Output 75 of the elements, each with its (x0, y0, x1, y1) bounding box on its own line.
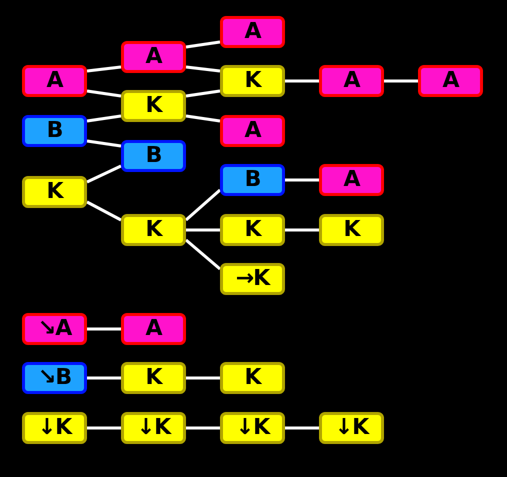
input-node (220, 263, 285, 295)
connector-line (285, 426, 319, 430)
input-label: A (442, 70, 459, 92)
input-node (121, 313, 186, 345)
connector-line (285, 80, 319, 82)
connector-line (384, 80, 418, 82)
input-node (22, 65, 87, 97)
connector-line (186, 40, 220, 48)
input-label: K (244, 70, 261, 92)
connector-line (186, 66, 220, 72)
connector-line (87, 426, 121, 430)
input-node (22, 313, 87, 345)
input-node (121, 140, 186, 172)
input-label: A (343, 70, 360, 92)
input-label: A (145, 318, 162, 340)
input-node (418, 65, 483, 97)
input-label: K (343, 219, 360, 241)
input-node (22, 176, 87, 208)
connector-line (86, 114, 122, 122)
input-label: ↓K (38, 417, 72, 439)
input-label: K (145, 219, 162, 241)
connector-line (186, 90, 220, 98)
input-label: ↓K (136, 417, 170, 439)
input-node (121, 41, 186, 73)
connector-line (186, 376, 220, 380)
connector-line (86, 140, 122, 148)
input-label: B (46, 120, 62, 142)
connector-line (86, 66, 122, 72)
input-node (319, 164, 384, 196)
input-label: K (46, 181, 63, 203)
input-label: ↘A (38, 318, 72, 340)
input-node (220, 214, 285, 246)
connector-line (285, 178, 319, 182)
input-node (319, 412, 384, 444)
input-label: A (145, 46, 162, 68)
input-label: K (244, 219, 261, 241)
input-label: A (244, 120, 261, 142)
input-node (319, 65, 384, 97)
input-node (220, 412, 285, 444)
input-label: ↓K (334, 417, 368, 439)
connector-line (186, 228, 220, 232)
input-label: A (244, 21, 261, 43)
input-node (220, 115, 285, 147)
input-label: A (46, 70, 63, 92)
input-label: B (146, 145, 162, 167)
input-node (22, 412, 87, 444)
input-label: ↓K (236, 417, 270, 439)
connector-line (186, 426, 220, 430)
connector-line (86, 200, 122, 222)
connector-line (87, 376, 121, 380)
input-label: →K (236, 268, 270, 290)
input-label: ↘B (38, 367, 72, 389)
connector-line (185, 238, 221, 270)
input-node (319, 214, 384, 246)
input-node (121, 214, 186, 246)
connector-line (285, 228, 319, 232)
input-node (220, 164, 285, 196)
connector-line (186, 114, 220, 122)
input-label: K (145, 367, 162, 389)
input-node (22, 362, 87, 394)
input-label: B (244, 169, 260, 191)
input-label: K (145, 95, 162, 117)
connector-line (86, 164, 122, 184)
connector-line (87, 328, 121, 330)
input-node (121, 362, 186, 394)
connector-line (185, 188, 221, 222)
input-node (121, 90, 186, 122)
input-node (22, 115, 87, 147)
connector-line (86, 90, 122, 98)
input-label: K (244, 367, 261, 389)
input-node (220, 65, 285, 97)
input-label: A (343, 169, 360, 191)
input-node (121, 412, 186, 444)
input-node (220, 362, 285, 394)
input-node (220, 16, 285, 48)
